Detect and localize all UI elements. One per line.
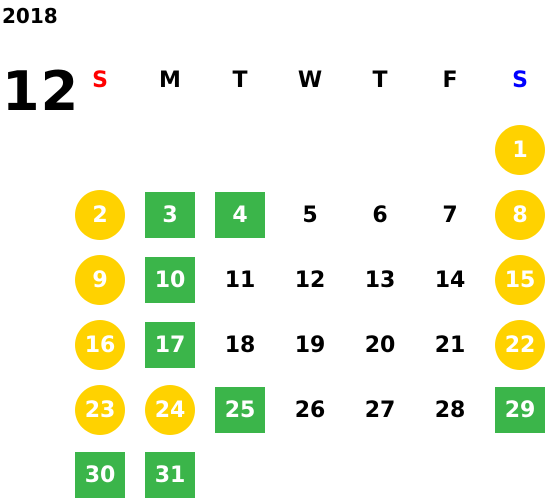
calendar-day-label: 28	[434, 397, 466, 423]
calendar-day-4[interactable]: 4	[215, 192, 265, 238]
weekday-header-fri: F	[442, 68, 458, 93]
calendar-day-label: 17	[154, 332, 186, 358]
calendar-day-27[interactable]: 27	[355, 387, 405, 433]
calendar-day-13[interactable]: 13	[355, 257, 405, 303]
calendar-day-label: 26	[294, 397, 326, 423]
calendar-day-19[interactable]: 19	[285, 322, 335, 368]
calendar-day-15[interactable]: 15	[495, 255, 545, 305]
calendar-day-label: 9	[92, 267, 108, 293]
calendar-day-label: 1	[512, 137, 528, 163]
month-number: 12	[2, 60, 80, 123]
calendar-day-8[interactable]: 8	[495, 190, 545, 240]
calendar-day-label: 16	[84, 332, 116, 358]
calendar-day-label: 14	[434, 267, 466, 293]
calendar-day-31[interactable]: 31	[145, 452, 195, 498]
calendar-day-label: 19	[294, 332, 326, 358]
weekday-header-thu: T	[372, 68, 388, 93]
weekday-header-wed: W	[297, 68, 323, 93]
calendar-day-label: 7	[442, 202, 458, 228]
weekday-header-tue: T	[232, 68, 248, 93]
calendar-day-label: 25	[224, 397, 256, 423]
calendar-day-label: 6	[372, 202, 388, 228]
calendar-day-label: 31	[154, 462, 186, 488]
calendar-day-label: 27	[364, 397, 396, 423]
calendar-day-21[interactable]: 21	[425, 322, 475, 368]
calendar-day-label: 22	[504, 332, 536, 358]
calendar-day-label: 10	[154, 267, 186, 293]
calendar-day-18[interactable]: 18	[215, 322, 265, 368]
calendar-day-12[interactable]: 12	[285, 257, 335, 303]
calendar-day-label: 12	[294, 267, 326, 293]
calendar-day-label: 20	[364, 332, 396, 358]
calendar-day-label: 29	[504, 397, 536, 423]
calendar-day-label: 21	[434, 332, 466, 358]
calendar-day-label: 15	[504, 267, 536, 293]
calendar-day-10[interactable]: 10	[145, 257, 195, 303]
calendar-day-9[interactable]: 9	[75, 255, 125, 305]
year-label: 2018	[2, 4, 58, 28]
calendar-day-26[interactable]: 26	[285, 387, 335, 433]
calendar-day-label: 23	[84, 397, 116, 423]
calendar-day-3[interactable]: 3	[145, 192, 195, 238]
calendar-day-16[interactable]: 16	[75, 320, 125, 370]
calendar-day-label: 30	[84, 462, 116, 488]
calendar-day-25[interactable]: 25	[215, 387, 265, 433]
calendar-day-30[interactable]: 30	[75, 452, 125, 498]
calendar-day-17[interactable]: 17	[145, 322, 195, 368]
calendar-day-1[interactable]: 1	[495, 125, 545, 175]
calendar-day-7[interactable]: 7	[425, 192, 475, 238]
calendar-day-label: 8	[512, 202, 528, 228]
calendar-day-22[interactable]: 22	[495, 320, 545, 370]
calendar-day-label: 18	[224, 332, 256, 358]
calendar-day-24[interactable]: 24	[145, 385, 195, 435]
calendar-day-label: 2	[92, 202, 108, 228]
calendar-day-label: 3	[162, 202, 178, 228]
calendar-day-29[interactable]: 29	[495, 387, 545, 433]
weekday-header-sun: S	[92, 68, 108, 93]
calendar-day-label: 5	[302, 202, 318, 228]
calendar-day-label: 24	[154, 397, 186, 423]
calendar-day-28[interactable]: 28	[425, 387, 475, 433]
weekday-header-sat: S	[512, 68, 528, 93]
calendar-day-11[interactable]: 11	[215, 257, 265, 303]
calendar-day-20[interactable]: 20	[355, 322, 405, 368]
calendar-day-14[interactable]: 14	[425, 257, 475, 303]
calendar-day-5[interactable]: 5	[285, 192, 335, 238]
calendar-day-label: 11	[224, 267, 256, 293]
weekday-header-mon: M	[159, 68, 181, 93]
calendar-day-label: 4	[232, 202, 248, 228]
calendar-day-2[interactable]: 2	[75, 190, 125, 240]
calendar-day-label: 13	[364, 267, 396, 293]
calendar-day-6[interactable]: 6	[355, 192, 405, 238]
calendar-day-23[interactable]: 23	[75, 385, 125, 435]
